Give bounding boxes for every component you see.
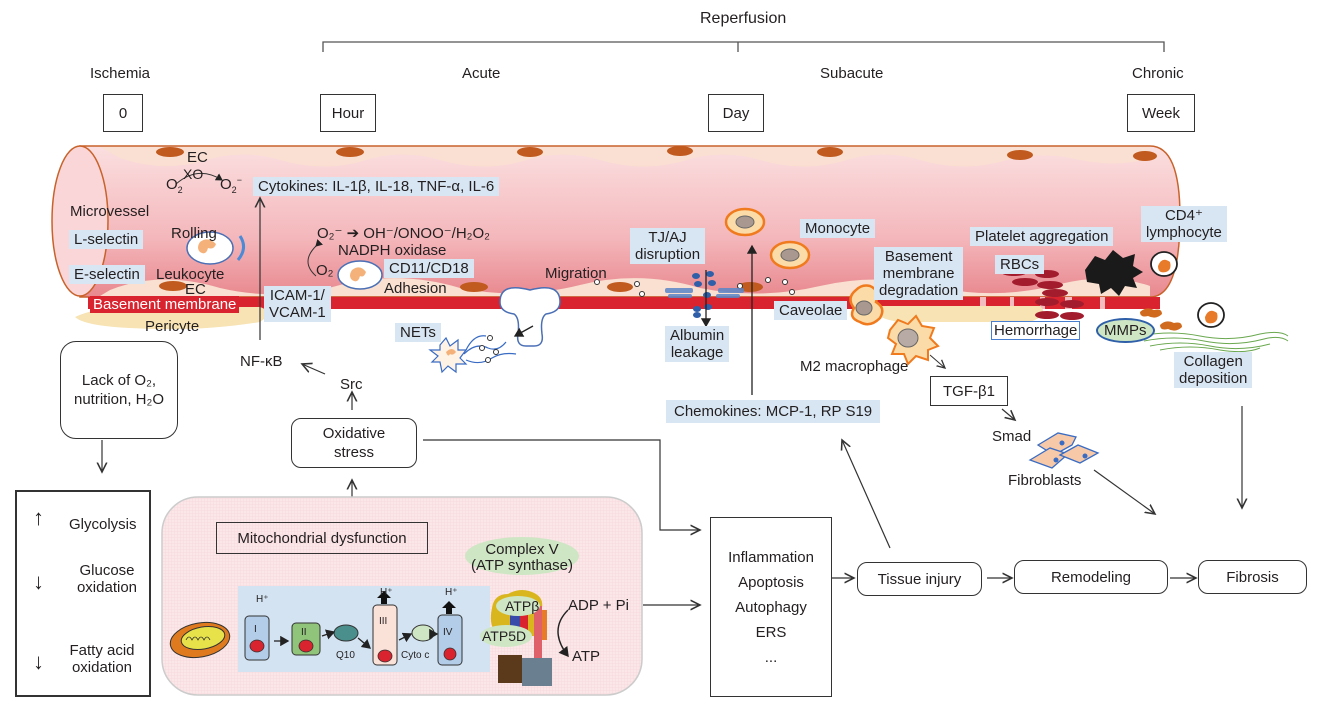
nadph-oxidase-label: NADPH oxidase [338,242,447,259]
glycolysis-label: Glycolysis [69,516,137,533]
reperfusion-label: Reperfusion [700,10,787,27]
nets-label: NETs [395,323,441,342]
adhesion-label: Adhesion [384,280,447,297]
migration-cell [499,287,561,347]
e-selectin-label: E-selectin [69,265,145,284]
cytokines-label: Cytokines: IL-1β, IL-18, TNF-α, IL-6 [253,177,500,196]
atp-synthase-graphic [465,537,579,686]
fibroblasts-label: Fibroblasts [1008,472,1082,489]
nfkb-label: NF-κB [240,353,283,370]
cd4-lymphocyte-label: CD4⁺lymphocyte [1141,206,1227,242]
m2-macrophage-label: M2 macrophage [800,358,909,375]
down-arrow-icon: ↓ [33,649,44,674]
down-arrow-icon: ↓ [33,569,44,594]
timeline-bracket [322,41,1165,52]
cyto-c-label: Cyto c [401,650,430,661]
time-box-hour: Hour [320,94,376,132]
cd4-lymphocytes [1150,251,1225,328]
rbcs-label: RBCs [995,255,1045,274]
monocyte-label: Monocyte [800,219,876,238]
complex-iv: IV [443,627,453,638]
basement-membrane-label: Basement membrane [90,296,240,313]
leukocyte-rolling [186,231,245,265]
adp-pi-label: ADP + Pi [568,597,630,614]
cd11-cd18-label: CD11/CD18 [384,259,474,278]
complex-v-label: Complex V(ATP synthase) [471,541,573,574]
l-selectin-label: L-selectin [69,230,144,249]
rolling-label: Rolling [171,225,217,242]
phase-acute: Acute [462,65,501,82]
q10-label: Q10 [336,650,355,661]
migration-label: Migration [545,265,607,282]
h-plus-label-1: H⁺ [256,594,269,605]
src-label: Src [340,376,363,393]
monocytes [724,207,811,270]
chemokines-label: Chemokines: MCP-1, RP S19 [666,400,881,423]
h-plus-label-3: H⁺ [380,587,393,598]
mmps-label: MMPs [1096,318,1155,343]
ec-bottom-label: EC [185,281,206,298]
ros-chain-label: O₂⁻ ➔ OH⁻/ONOO⁻/H₂O₂ [317,225,490,242]
xo-label: XO [183,166,204,182]
fibroblasts-graphic [1028,432,1100,469]
ec-top-label: EC [187,149,208,166]
platelet-aggregation-label: Platelet aggregation [970,227,1114,246]
leukocyte-label: Leukocyte [156,266,225,283]
platelet-aggregate [1085,250,1143,296]
caveolae-label: Caveolae [774,301,848,320]
pericyte-label: Pericyte [145,318,200,335]
phase-subacute: Subacute [820,65,884,82]
collagen-fibers [1139,331,1289,353]
o2-loop-label: O₂ [316,262,334,279]
tgf-beta1-box: TGF-β1 [930,376,1008,406]
mitochondrion-icon [169,621,231,659]
complex-iii: III [379,616,388,627]
time-box-day: Day [708,94,764,132]
phase-ischemia: Ischemia [90,65,151,82]
tissue-injury-box: Tissue injury [857,562,982,596]
fibrosis-box: Fibrosis [1198,560,1307,594]
atp5d-label: ATP5D [482,628,527,644]
microvessel-label: Microvessel [70,203,150,220]
o2-superoxide: O2− [220,175,242,195]
time-box-week: Week [1127,94,1195,132]
remodeling-box: Remodeling [1014,560,1168,594]
lack-of-o2-box: Lack of O₂,nutrition, H₂O [60,341,178,439]
atp-beta-label: ATPβ [505,598,540,614]
time-box-0: 0 [103,94,143,132]
up-arrow-icon: ↑ [33,505,44,530]
complex-ii: II [301,627,307,638]
smad-label: Smad [992,428,1032,445]
rbcs-graphic [1001,268,1084,320]
complex-i: I [254,624,257,635]
phase-chronic: Chronic [1132,65,1184,82]
h-plus-label-4: H⁺ [445,587,458,598]
o2-left: O2 [166,176,183,195]
icam-vcam-label: ICAM-1/VCAM-1 [264,286,331,322]
nets-graphic [428,325,534,374]
mito-dysfunction-title: Mitochondrial dysfunction [216,522,428,554]
hemorrhage-label: Hemorrhage [991,321,1081,340]
atp-label: ATP [572,648,601,665]
